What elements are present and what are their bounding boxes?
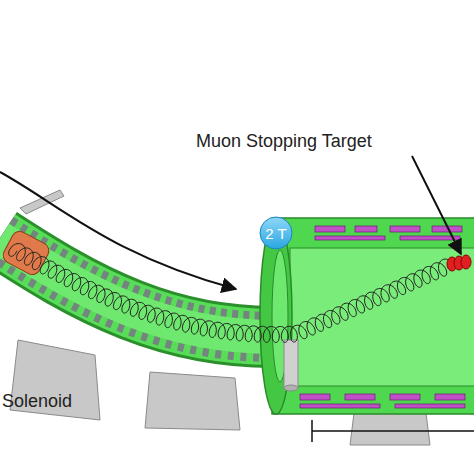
pipe [284, 340, 298, 388]
collimator [0, 229, 51, 278]
drawing-part [400, 236, 460, 240]
badge-circle [260, 217, 292, 249]
detector-coils [300, 226, 465, 408]
dimension-bracket [312, 420, 474, 442]
part-label: Muon Stopping Target [196, 131, 372, 152]
drawing-part [345, 394, 375, 400]
drawing-part [355, 226, 377, 232]
cylinder-bore [290, 248, 474, 386]
collimator-body [0, 229, 51, 278]
drawing-part [390, 394, 420, 400]
pipe-end [284, 385, 298, 391]
drawing-part [315, 226, 345, 232]
detector-solenoid [260, 218, 474, 414]
component-label: Solenoid [2, 391, 72, 412]
field-value: 2 T [265, 225, 286, 242]
drawing-part [390, 226, 420, 232]
target-foil [461, 255, 471, 269]
stand [145, 372, 240, 430]
flow-arrow [0, 172, 236, 289]
muon-helix [9, 244, 453, 343]
cylinder-body [272, 218, 474, 414]
drawing-part [395, 404, 465, 408]
stopping-target [447, 255, 471, 271]
drawing-part [300, 404, 380, 408]
field-badge: 2 T [259, 216, 293, 250]
drawing-part [300, 394, 330, 400]
drawing-part [435, 394, 465, 400]
stand [20, 190, 64, 214]
leader-arrow [412, 156, 461, 254]
helix-path [9, 244, 453, 343]
helix-guide [12, 248, 448, 335]
drawing-part [315, 236, 385, 240]
